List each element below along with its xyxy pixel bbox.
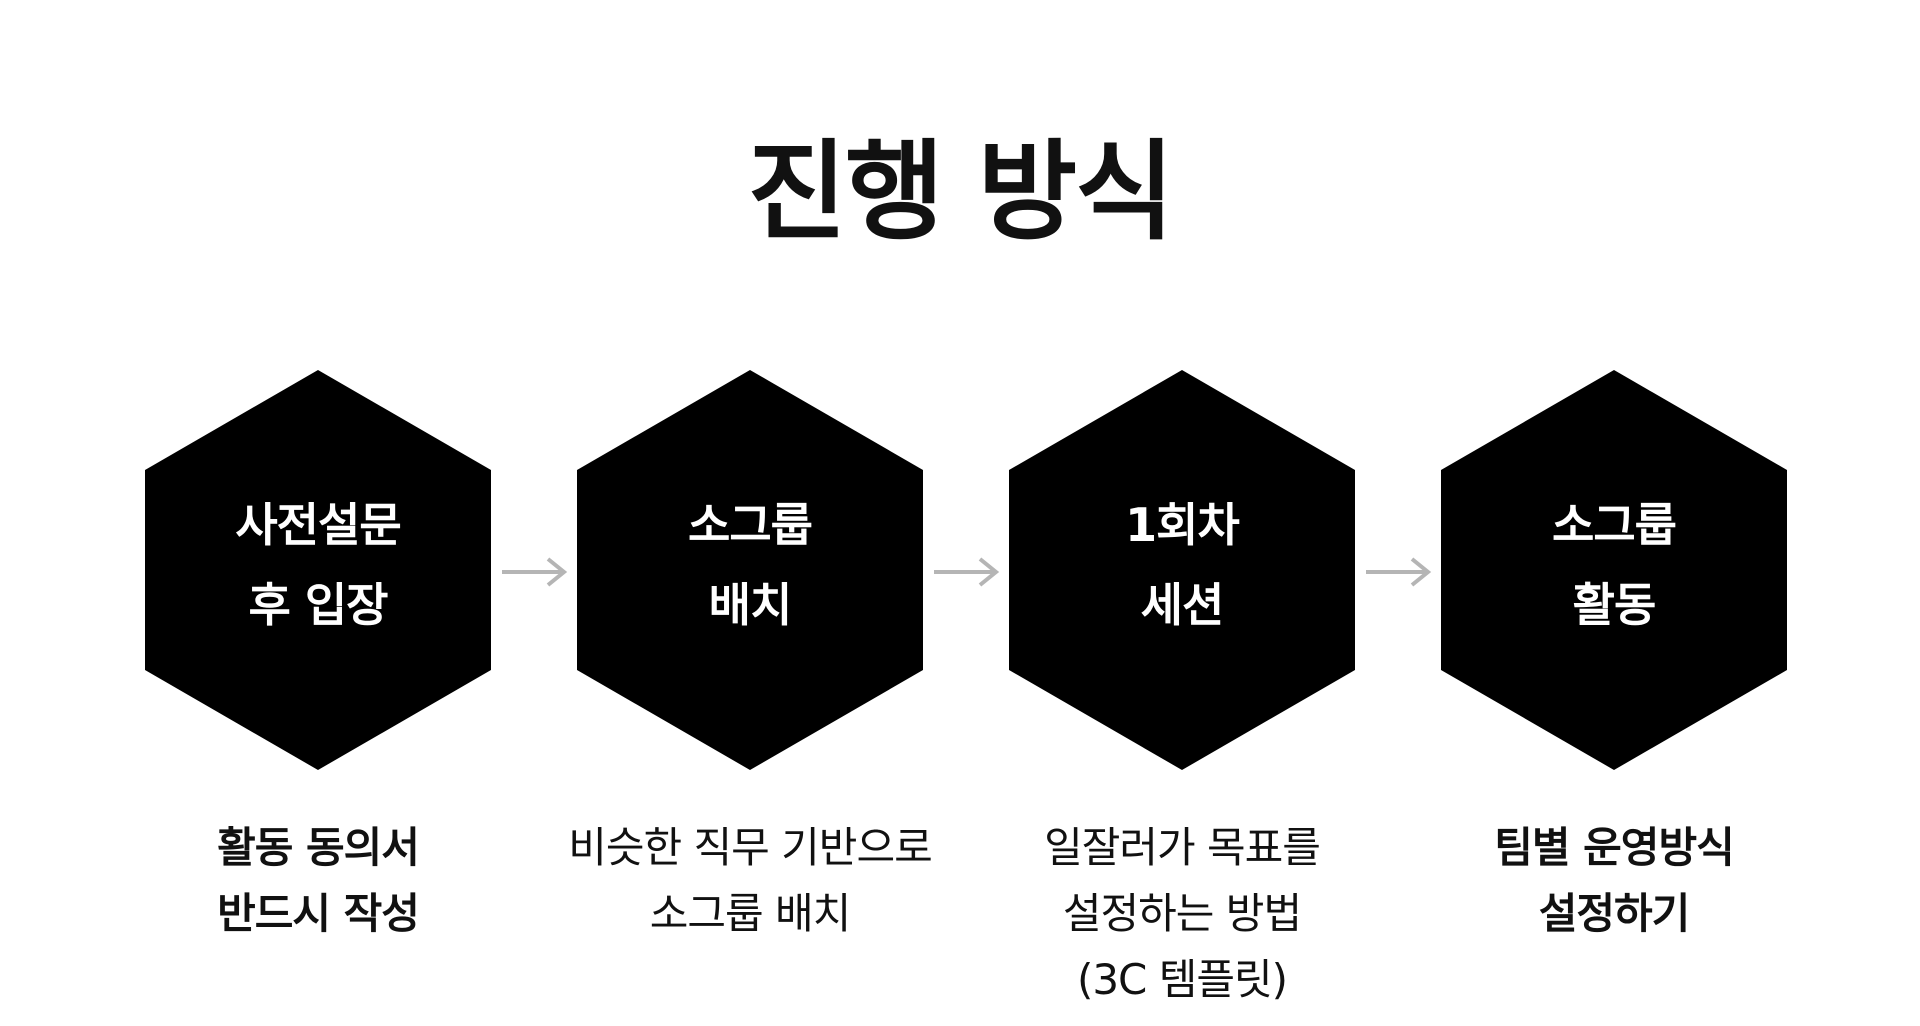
step-label-2: 소그룹 배치 xyxy=(577,485,923,645)
step-hexagon-3: 1회차 세션 xyxy=(1009,370,1355,770)
step-description-line: 일잘러가 목표를 xyxy=(1044,823,1321,872)
hexagon-shape-icon xyxy=(145,370,491,770)
step-hexagon-2: 소그룹 배치 xyxy=(577,370,923,770)
step-description-line: 팀별 운영방식 xyxy=(1494,823,1734,872)
step-description-line: 소그룹 배치 xyxy=(649,889,852,938)
step-description-line: (3C 템플릿) xyxy=(1076,955,1288,1004)
step-label-line: 1회차 xyxy=(1125,498,1240,552)
step-label-line: 소그룹 xyxy=(688,498,813,552)
step-label-4: 소그룹 활동 xyxy=(1441,485,1787,645)
step-description-1: 활동 동의서 반드시 작성 xyxy=(88,815,548,947)
step-label-line: 후 입장 xyxy=(248,578,389,632)
hexagon-shape-icon xyxy=(1009,370,1355,770)
step-description-3: 일잘러가 목표를 설정하는 방법 (3C 템플릿) xyxy=(952,815,1412,1013)
arrow-right-icon xyxy=(1364,556,1432,588)
step-label-line: 활동 xyxy=(1572,578,1657,632)
step-label-line: 세션 xyxy=(1140,578,1225,632)
step-label-line: 소그룹 xyxy=(1552,498,1677,552)
step-label-3: 1회차 세션 xyxy=(1009,485,1355,645)
step-label-line: 배치 xyxy=(708,578,793,632)
hexagon-shape-icon xyxy=(1441,370,1787,770)
hexagon-shape-icon xyxy=(577,370,923,770)
step-hexagon-1: 사전설문 후 입장 xyxy=(145,370,491,770)
step-description-line: 활동 동의서 xyxy=(217,823,420,872)
arrow-right-icon xyxy=(500,556,568,588)
step-description-line: 비슷한 직무 기반으로 xyxy=(568,823,932,872)
step-description-line: 설정하는 방법 xyxy=(1062,889,1302,938)
arrow-right-icon xyxy=(932,556,1000,588)
step-description-2: 비슷한 직무 기반으로 소그룹 배치 xyxy=(520,815,980,947)
page-title: 진행 방식 xyxy=(747,130,1174,255)
step-description-4: 팀별 운영방식 설정하기 xyxy=(1384,815,1844,947)
step-label-1: 사전설문 후 입장 xyxy=(145,485,491,645)
step-label-line: 사전설문 xyxy=(235,498,401,552)
step-description-line: 반드시 작성 xyxy=(217,889,420,938)
step-hexagon-4: 소그룹 활동 xyxy=(1441,370,1787,770)
step-description-line: 설정하기 xyxy=(1538,889,1691,938)
